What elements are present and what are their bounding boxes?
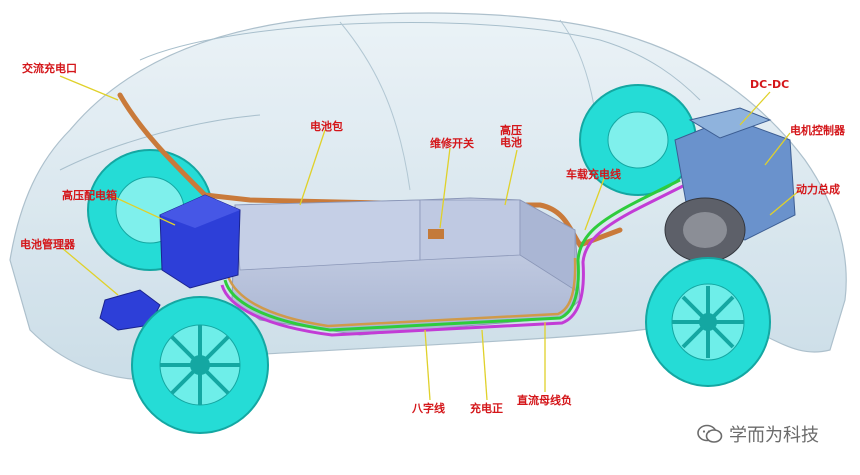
label-battery-manager: 电池管理器	[20, 238, 75, 251]
label-onboard-charge-line: 车载充电线	[566, 168, 621, 181]
leader-lines	[59, 75, 801, 401]
watermark: 学而为科技	[697, 421, 819, 447]
label-harness-c: 直流母线负	[517, 394, 572, 407]
front-top-wheel	[579, 84, 697, 196]
front-motor-assembly	[664, 107, 796, 263]
label-battery-pack: 电池包	[310, 120, 343, 133]
hv-distribution-box	[159, 194, 241, 289]
label-ac-charging-port: 交流充电口	[22, 62, 77, 75]
wechat-icon	[697, 424, 723, 443]
watermark-text: 学而为科技	[729, 425, 819, 446]
label-dc-dc: DC-DC	[750, 78, 790, 91]
magenta-harness	[220, 183, 686, 337]
label-hv-battery-connector: 高压电池	[500, 124, 522, 149]
label-powertrain: 动力总成	[796, 183, 840, 196]
label-service-switch: 维修开关	[430, 137, 474, 150]
label-harness-b: 充电正	[470, 402, 503, 415]
battery-pack-shape	[231, 197, 581, 336]
front-bottom-wheel	[645, 257, 771, 387]
label-harness-a: 八字线	[412, 402, 445, 415]
label-motor-controller: 电机控制器	[790, 124, 845, 137]
label-hv-distribution-box: 高压配电箱	[62, 189, 117, 202]
rear-bottom-wheel	[131, 296, 269, 434]
green-harness	[223, 178, 681, 332]
